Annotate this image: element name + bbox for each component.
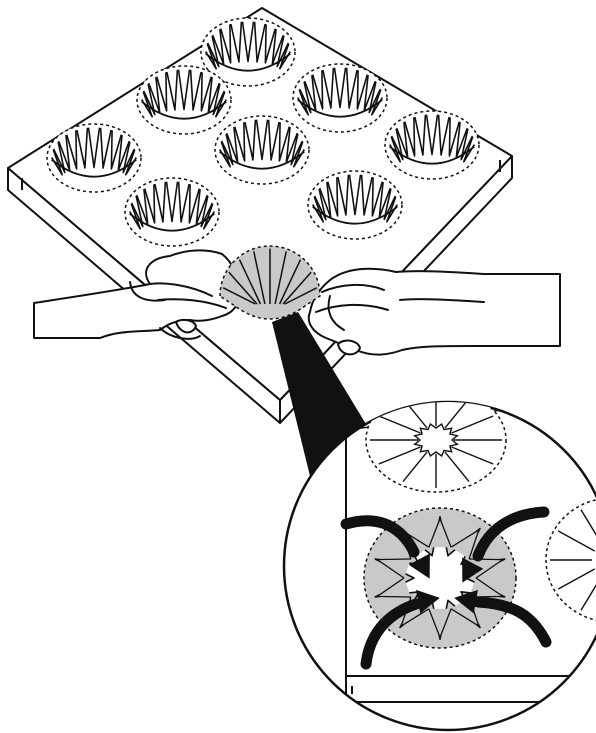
tray-cell-5 [215, 116, 309, 184]
tray-cell-8 [125, 178, 219, 246]
zoom-cup-top [366, 388, 506, 492]
tray-cell-4 [137, 66, 231, 134]
tray-cell-3 [385, 111, 479, 179]
tray-cell-2 [293, 64, 387, 132]
tray-cell-6 [308, 171, 402, 239]
tray-cell-7 [47, 124, 141, 192]
